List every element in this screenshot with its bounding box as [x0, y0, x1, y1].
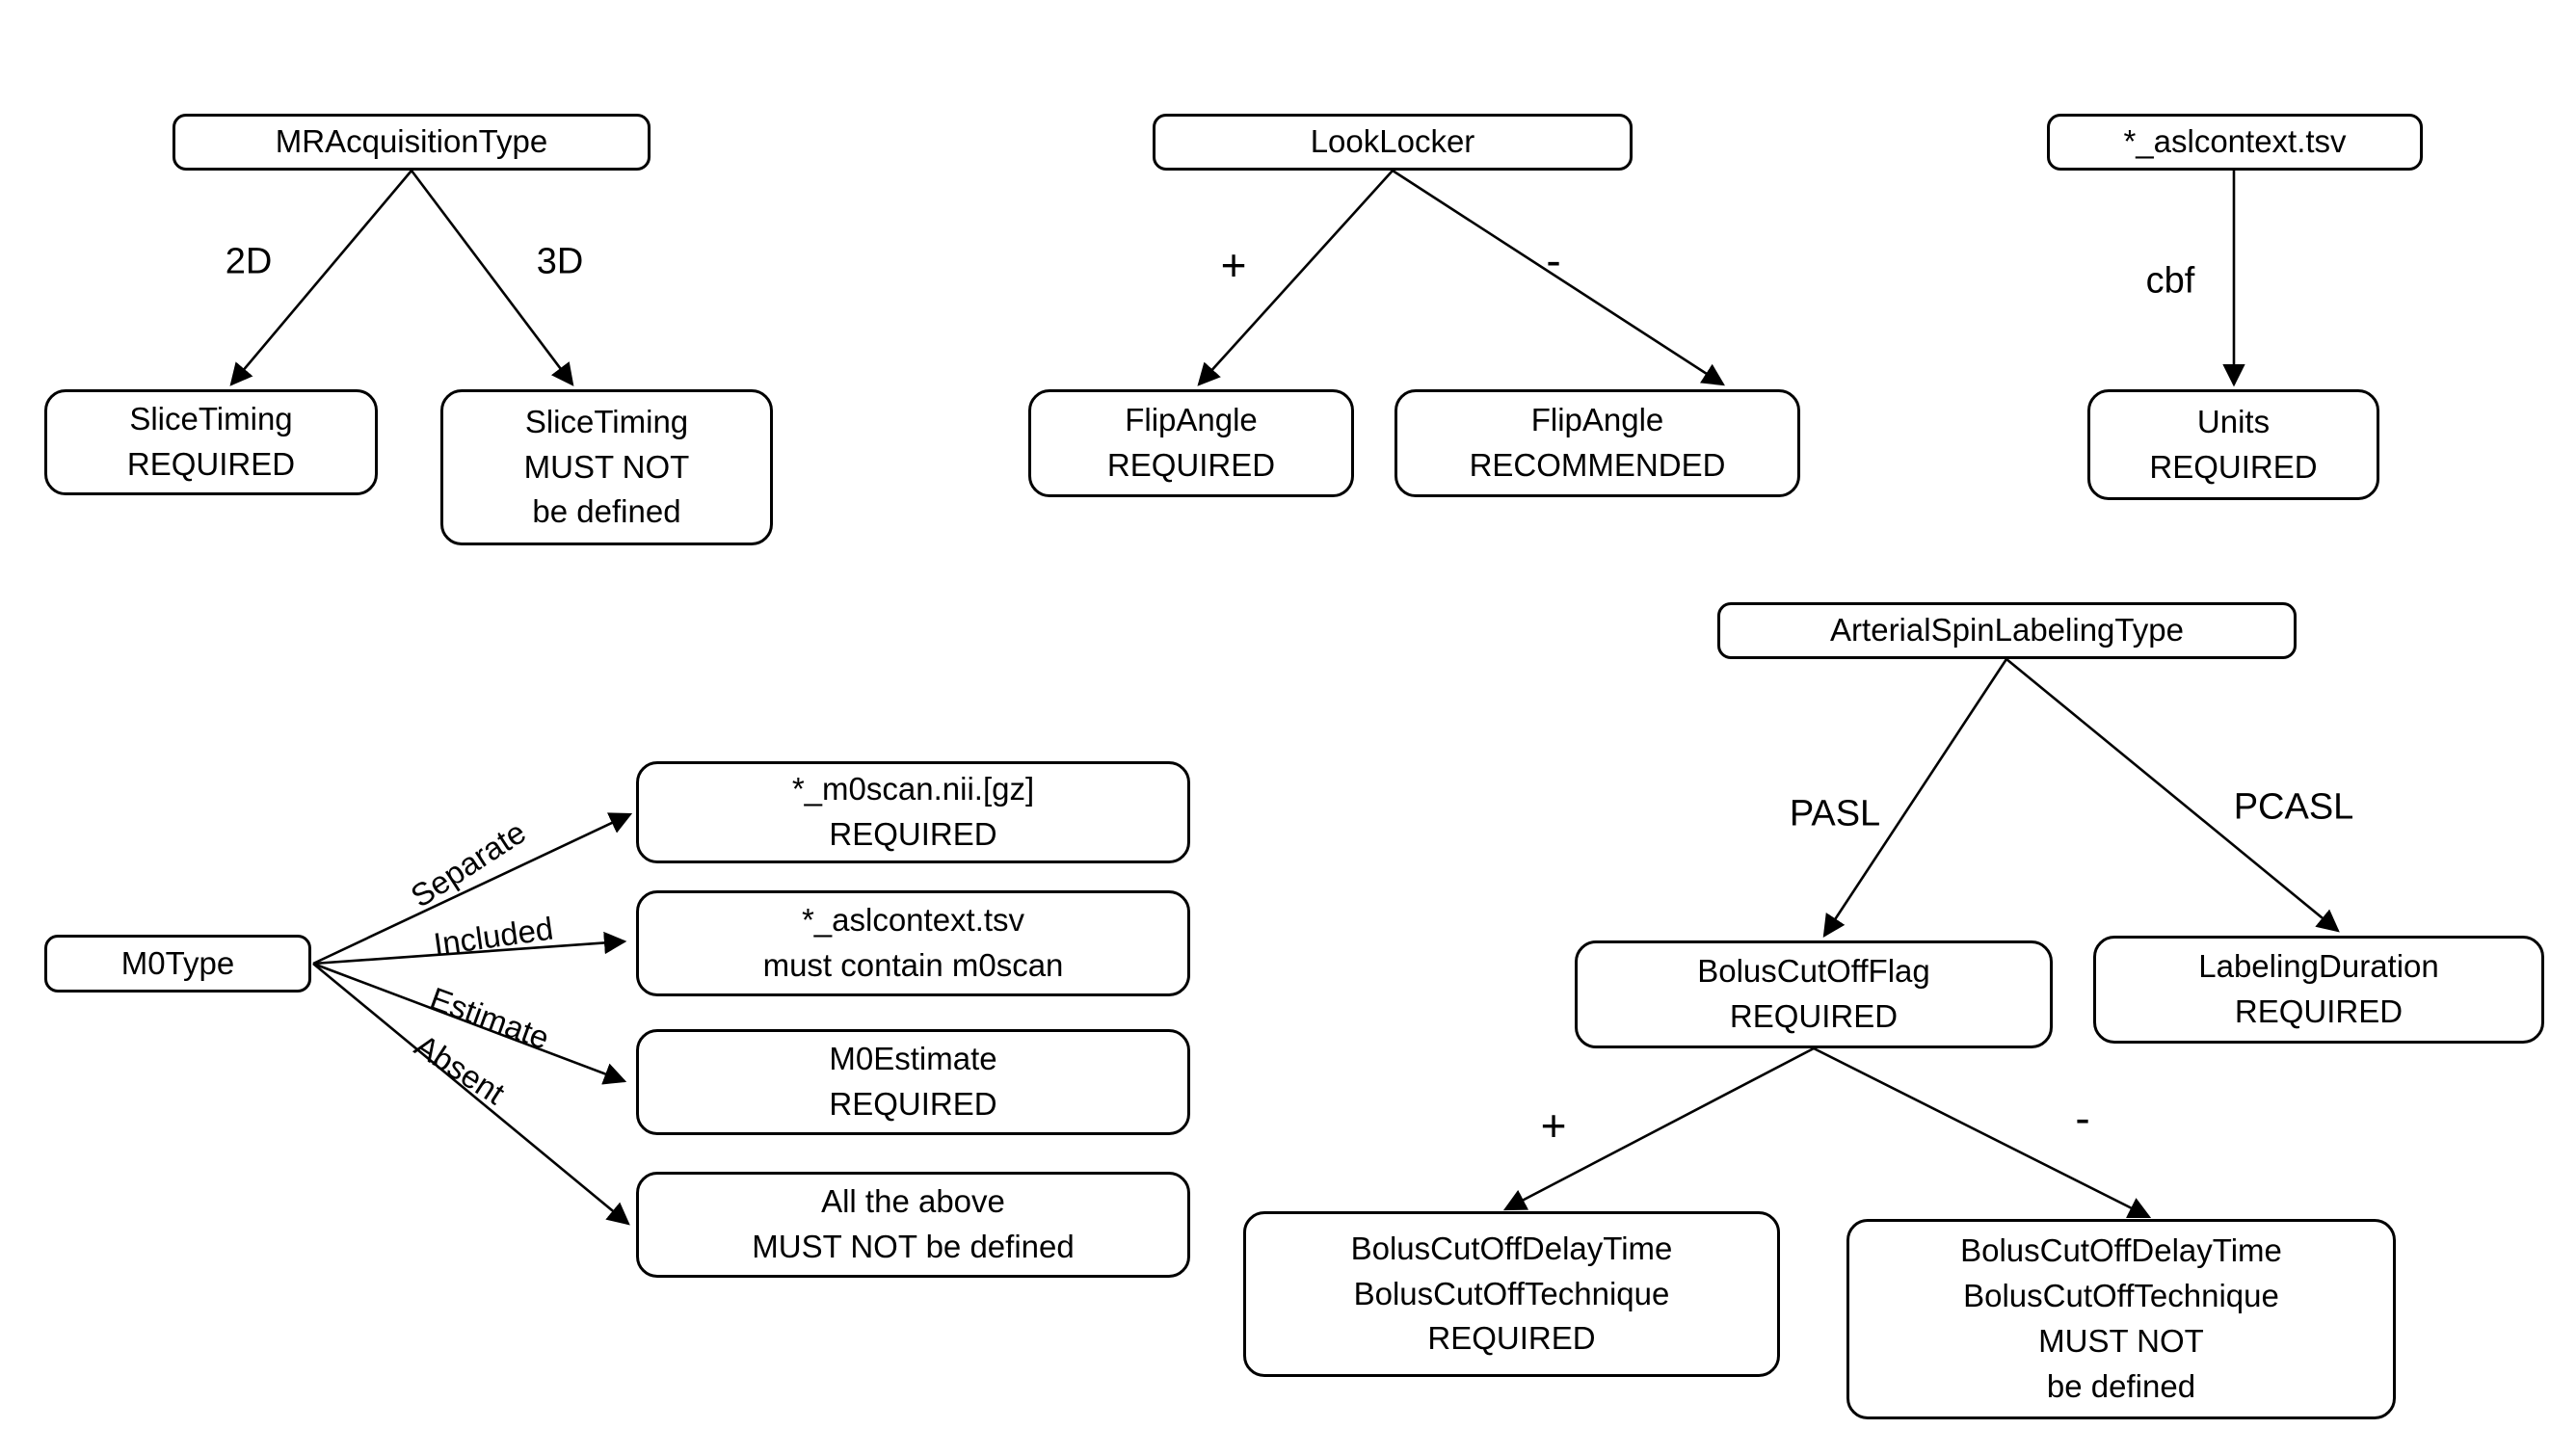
node-line: SliceTiming	[524, 403, 689, 439]
node-boluscutoffflag-required: BolusCutOffFlag REQUIRED	[1575, 940, 2053, 1048]
node-line: BolusCutOffFlag	[1697, 953, 1930, 990]
node-line: RECOMMENDED	[1469, 447, 1726, 483]
node-looklocker: LookLocker	[1153, 114, 1633, 171]
node-arterialspinlabelingtype: ArterialSpinLabelingType	[1717, 602, 2297, 659]
arrow-asl-pasl	[1822, 658, 2008, 938]
node-units-required: Units REQUIRED	[2087, 389, 2379, 500]
node-aslcontext-must-contain-m0scan: *_aslcontext.tsv must contain m0scan	[636, 890, 1190, 996]
node-line: be defined	[532, 493, 681, 530]
node-line: REQUIRED	[126, 446, 296, 482]
arrow-looklocker-plus	[1197, 170, 1394, 386]
node-line: MUST NOT	[523, 448, 690, 485]
node-boluscutoff-minus-must-not: BolusCutOffDelayTime BolusCutOffTechniqu…	[1846, 1219, 2396, 1419]
node-flipangle-recommended: FlipAngle RECOMMENDED	[1395, 389, 1800, 497]
node-all-above-must-not-be-defined: All the above MUST NOT be defined	[636, 1172, 1190, 1278]
arrow-m0type-estimate	[312, 962, 627, 1085]
node-line: REQUIRED	[1427, 1320, 1596, 1357]
node-aslcontext-tsv: *_aslcontext.tsv	[2047, 114, 2423, 171]
node-m0scan-nii-required: *_m0scan.nii.[gz] REQUIRED	[636, 761, 1190, 863]
edge-label-cbf: cbf	[2145, 260, 2195, 302]
edge-label-pcasl: PCASL	[2233, 786, 2354, 828]
arrow-boluscutoff-plus	[1502, 1046, 1815, 1211]
arrow-boluscutoff-minus	[1813, 1046, 2152, 1219]
arrow-m0type-separate	[312, 812, 633, 966]
node-line: REQUIRED	[829, 1086, 997, 1122]
edge-label-3d: 3D	[536, 241, 584, 282]
node-line: MRAcquisitionType	[275, 123, 548, 160]
node-line: LabelingDuration	[2198, 948, 2439, 985]
node-line: LookLocker	[1310, 123, 1475, 160]
node-line: must contain m0scan	[762, 947, 1064, 983]
arrow-mracq-2d	[229, 170, 412, 386]
node-line: *_aslcontext.tsv	[801, 902, 1025, 939]
node-line: BolusCutOffTechnique	[1353, 1275, 1670, 1311]
node-line: BolusCutOffTechnique	[1963, 1278, 2279, 1314]
node-line: REQUIRED	[829, 816, 997, 852]
edge-label-minus-boluscutoff: -	[2075, 1093, 2090, 1143]
node-line: FlipAngle	[1125, 402, 1258, 438]
node-line: REQUIRED	[2234, 993, 2404, 1029]
node-line: BolusCutOffDelayTime	[1350, 1230, 1673, 1266]
edge-label-plus-boluscutoff: +	[1540, 1100, 1567, 1151]
node-flipangle-required: FlipAngle REQUIRED	[1028, 389, 1354, 497]
node-mracquisitiontype: MRAcquisitionType	[173, 114, 651, 171]
node-line: All the above	[821, 1183, 1005, 1220]
arrow-mracq-3d	[410, 170, 574, 386]
node-line: REQUIRED	[1106, 447, 1276, 483]
node-m0estimate-required: M0Estimate REQUIRED	[636, 1029, 1190, 1135]
node-line: *_aslcontext.tsv	[2123, 123, 2347, 160]
node-line: BolusCutOffDelayTime	[1960, 1232, 2282, 1269]
node-line: SliceTiming	[129, 401, 293, 437]
node-slicetiming-required: SliceTiming REQUIRED	[44, 389, 378, 495]
edge-label-minus-looklocker: -	[1546, 235, 1561, 285]
arrow-m0type-absent	[312, 962, 630, 1226]
node-labelingduration-required: LabelingDuration REQUIRED	[2093, 936, 2544, 1044]
arrow-looklocker-minus	[1392, 169, 1725, 386]
arrow-asl-pcasl	[2005, 657, 2340, 933]
node-boluscutoff-plus-required: BolusCutOffDelayTime BolusCutOffTechniqu…	[1243, 1211, 1780, 1377]
edge-label-plus-looklocker: +	[1220, 240, 1247, 290]
edge-label-pasl: PASL	[1789, 793, 1881, 834]
node-line: *_m0scan.nii.[gz]	[791, 771, 1035, 807]
node-line: REQUIRED	[2149, 448, 2318, 485]
node-line: MUST NOT	[2038, 1323, 2204, 1359]
node-slicetiming-must-not-be-defined: SliceTiming MUST NOT be defined	[440, 389, 773, 545]
arrow-m0type-included	[312, 931, 627, 966]
node-line: ArterialSpinLabelingType	[1830, 612, 2184, 649]
node-line: MUST NOT be defined	[752, 1229, 1075, 1264]
node-line: REQUIRED	[1729, 998, 1899, 1034]
node-line: Units	[2196, 403, 2271, 439]
node-m0type: M0Type	[44, 935, 311, 993]
node-line: be defined	[2046, 1367, 2196, 1404]
node-line: M0Estimate	[829, 1041, 997, 1077]
edge-label-2d: 2D	[225, 241, 273, 282]
node-line: FlipAngle	[1530, 402, 1664, 438]
node-line: M0Type	[120, 944, 235, 981]
